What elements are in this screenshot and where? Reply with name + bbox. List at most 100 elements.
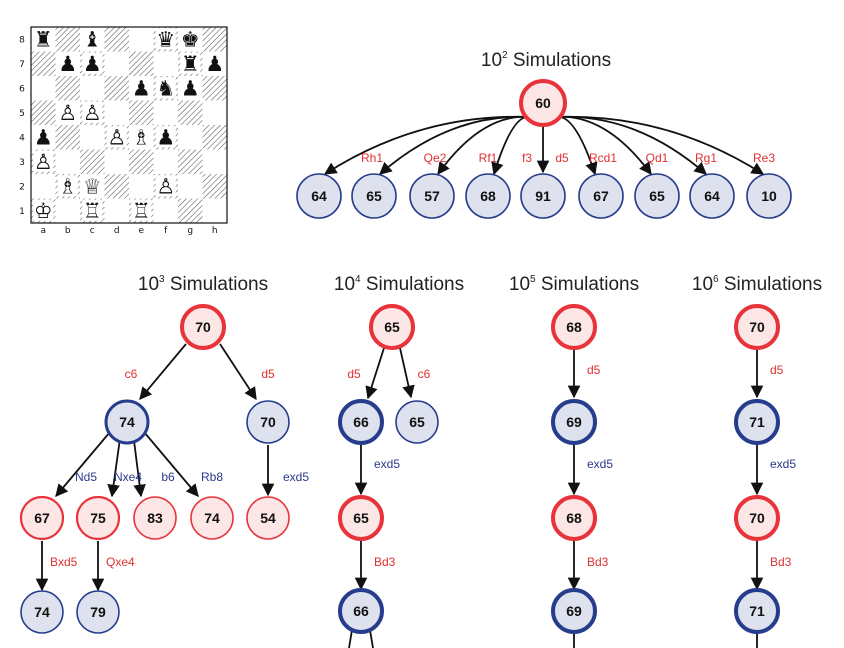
top-root-node: 60 xyxy=(519,79,567,127)
chess-piece-c2: ♕ xyxy=(83,174,102,198)
file-label: e xyxy=(138,226,144,236)
tree1-c6-child: 83 xyxy=(133,496,177,540)
board-square xyxy=(80,125,105,150)
tree-edge xyxy=(323,115,531,175)
rank-label: 8 xyxy=(19,35,25,45)
move-label: Rg1 xyxy=(695,151,717,165)
tree-10-5-node-value: 69 xyxy=(566,414,582,430)
board-square xyxy=(31,76,56,101)
top-child-node-value: 68 xyxy=(480,188,496,204)
tree-edge xyxy=(55,433,109,497)
board-square xyxy=(178,198,203,223)
tree-10-5-node-value: 68 xyxy=(566,510,582,526)
board-square xyxy=(104,76,129,101)
board-square xyxy=(178,174,203,199)
tree-title: 103 Simulations xyxy=(138,274,268,295)
chess-piece-c7: ♟ xyxy=(83,52,102,76)
top-child-node-value: 64 xyxy=(311,188,327,204)
chess-piece-e1: ♖ xyxy=(132,199,151,223)
board-square xyxy=(129,27,154,52)
chess-piece-a1: ♔ xyxy=(34,199,53,223)
move-label: Bd3 xyxy=(587,555,609,569)
chess-piece-e4: ♗ xyxy=(132,125,151,149)
tree-edge xyxy=(555,116,598,176)
move-label: Nxe4 xyxy=(114,470,142,484)
move-label: exd5 xyxy=(587,457,613,471)
chess-piece-f2: ♙ xyxy=(156,174,175,198)
move-label: Bd3 xyxy=(770,555,792,569)
chess-piece-f4: ♟ xyxy=(156,125,175,149)
move-label: Nd5 xyxy=(75,470,97,484)
tree2-root-value: 65 xyxy=(384,319,400,335)
board-square xyxy=(80,149,105,174)
top-child-node: 65 xyxy=(634,173,680,219)
tree1-c6-node-value: 74 xyxy=(119,414,135,430)
top-child-node-value: 65 xyxy=(649,188,665,204)
move-label: d5 xyxy=(587,363,601,377)
tree-10-5-node-value: 69 xyxy=(566,603,582,619)
tree-10-6-node-value: 71 xyxy=(749,603,765,619)
board-square xyxy=(104,27,129,52)
top-root-node-value: 60 xyxy=(535,95,551,111)
board-square xyxy=(178,125,203,150)
move-label: Rcd1 xyxy=(589,151,617,165)
chess-piece-c8: ♝ xyxy=(83,27,102,51)
move-label: d5 xyxy=(347,367,361,381)
move-label: Rf1 xyxy=(479,151,498,165)
tree2-node: 65 xyxy=(338,495,384,541)
board-square xyxy=(104,198,129,223)
chess-piece-g6: ♟ xyxy=(181,76,200,100)
top-child-node-value: 10 xyxy=(761,188,777,204)
tree-edge xyxy=(107,433,122,498)
board-square xyxy=(80,76,105,101)
chess-piece-b2: ♗ xyxy=(58,174,77,198)
chess-piece-g8: ♚ xyxy=(181,27,200,51)
move-label: Re3 xyxy=(753,151,775,165)
board-square xyxy=(153,198,178,223)
board-square xyxy=(153,149,178,174)
board-border xyxy=(30,26,228,224)
chess-piece-b7: ♟ xyxy=(58,52,77,76)
move-label: d5 xyxy=(261,367,275,381)
board-square xyxy=(178,100,203,125)
tree-edge xyxy=(555,115,765,175)
rank-label: 3 xyxy=(19,158,25,168)
tree1-c6-child-value: 67 xyxy=(34,510,50,526)
tree2-c6-node: 65 xyxy=(395,400,439,444)
tree-edge xyxy=(437,115,531,176)
tree-edge xyxy=(145,433,199,497)
chess-piece-c1: ♖ xyxy=(83,199,102,223)
chess-piece-f6: ♞ xyxy=(156,76,175,100)
tree1-c6-node: 74 xyxy=(104,399,150,445)
board-square xyxy=(129,174,154,199)
tree1-c6-child: 67 xyxy=(19,495,65,541)
tree1-d5-node-value: 70 xyxy=(260,414,276,430)
rank-label: 6 xyxy=(19,84,25,94)
board-square xyxy=(202,100,227,125)
board-square xyxy=(55,125,80,150)
tree-10-5-node: 69 xyxy=(551,399,597,445)
tree-edge xyxy=(219,343,257,401)
move-label: exd5 xyxy=(770,457,796,471)
board-square xyxy=(104,174,129,199)
tree1-exd5-node-value: 54 xyxy=(260,510,276,526)
chess-piece-a8: ♜ xyxy=(34,27,53,51)
tree2-node-value: 66 xyxy=(353,603,369,619)
tree1-c6-child-value: 83 xyxy=(147,510,163,526)
rank-label: 7 xyxy=(19,60,25,70)
board-square xyxy=(104,100,129,125)
tree1-d5-node: 70 xyxy=(246,400,290,444)
board-square xyxy=(129,100,154,125)
move-label: d5 xyxy=(555,151,569,165)
tree-title: 106 Simulations xyxy=(692,274,822,295)
board-square xyxy=(202,198,227,223)
move-label: Bxd5 xyxy=(50,555,78,569)
tree-edge xyxy=(491,116,531,176)
move-label: Rh1 xyxy=(361,151,383,165)
file-label: f xyxy=(164,226,168,236)
tree2-node-value: 65 xyxy=(353,510,369,526)
